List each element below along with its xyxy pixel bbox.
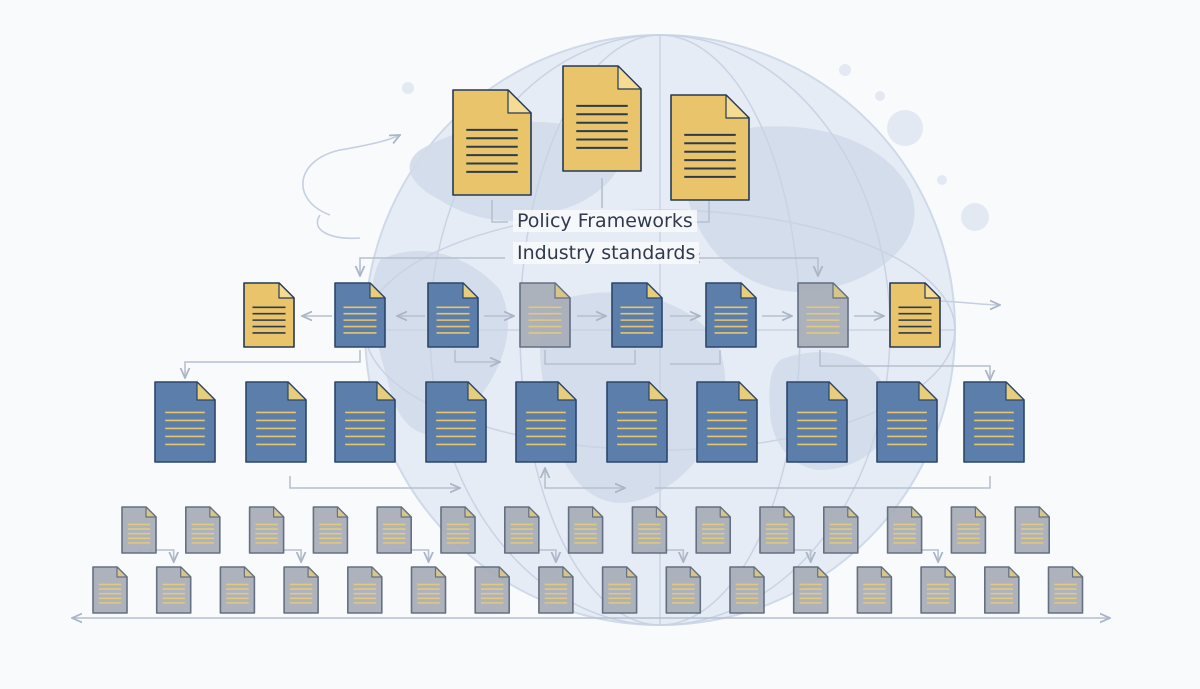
level-4-document-10 — [695, 506, 731, 554]
bracket-left — [491, 200, 508, 223]
level-4-document-2 — [185, 506, 221, 554]
drop-left — [185, 350, 361, 378]
level-4-document-5 — [376, 506, 412, 554]
level-3-document-7 — [696, 381, 758, 463]
standards-document-8 — [889, 282, 941, 348]
standards-document-1 — [243, 282, 295, 348]
level-5-document-5 — [347, 566, 383, 614]
level-3-document-10 — [963, 381, 1025, 463]
level-5-document-1 — [92, 566, 128, 614]
level-4-document-8 — [567, 506, 604, 554]
industry-standards-label: Industry standards — [513, 242, 700, 264]
standards-left-branch — [360, 257, 505, 276]
level-4-document-3 — [248, 506, 285, 554]
level-3-document-8 — [786, 381, 848, 463]
level-3-document-2 — [245, 381, 307, 463]
level-4-document-11 — [759, 506, 795, 554]
level-5-document-6 — [410, 566, 447, 614]
level-4-document-7 — [504, 506, 540, 554]
drop-mid-b — [544, 350, 636, 365]
drop-mid-a — [454, 350, 500, 362]
level-5-document-11 — [729, 566, 765, 614]
level3-link-a — [289, 476, 460, 488]
level-3-document-5 — [515, 381, 577, 463]
standards-document-6 — [705, 282, 757, 348]
level-4-document-14 — [950, 506, 987, 554]
standards-right-branch — [690, 258, 818, 276]
policy-document-1 — [452, 89, 532, 196]
level-3-document-6 — [606, 381, 668, 463]
level-3-document-3 — [334, 381, 396, 463]
policy-document-2 — [562, 65, 642, 172]
drop-mid-c — [670, 350, 721, 365]
level-5-document-10 — [665, 566, 702, 614]
level-5-document-13 — [856, 566, 893, 614]
level3-link-b — [544, 478, 625, 488]
level-5-document-7 — [474, 566, 510, 614]
level-5-document-2 — [155, 566, 192, 614]
policy-frameworks-label: Policy Frameworks — [513, 210, 697, 232]
level-5-document-14 — [920, 566, 956, 614]
standards-document-5 — [611, 282, 663, 348]
level-3-document-1 — [154, 381, 216, 463]
level-4-document-4 — [312, 506, 349, 554]
standards-document-4 — [519, 282, 571, 348]
level-5-document-3 — [219, 566, 256, 614]
level-4-document-12 — [823, 506, 859, 554]
level-4-document-6 — [440, 506, 476, 554]
level-4-document-9 — [631, 506, 668, 554]
level-4-document-13 — [886, 506, 923, 554]
level-4-document-15 — [1014, 506, 1050, 554]
level-5-document-4 — [283, 566, 319, 614]
level-5-document-16 — [1047, 566, 1084, 614]
policy-document-3 — [670, 94, 750, 201]
level-3-document-4 — [425, 381, 487, 463]
documents-layer — [92, 65, 1084, 614]
level-5-document-9 — [601, 566, 638, 614]
standards-document-2 — [334, 282, 386, 348]
level-3-document-9 — [876, 381, 938, 463]
level-5-document-15 — [984, 566, 1020, 614]
standards-document-3 — [427, 282, 479, 348]
standards-document-7 — [797, 282, 849, 348]
level3-link-c — [655, 476, 991, 489]
level-5-document-8 — [538, 566, 574, 614]
level-4-document-1 — [121, 506, 157, 554]
level-5-document-12 — [792, 566, 829, 614]
bracket-right — [692, 198, 710, 223]
connectors-layer — [72, 178, 1110, 618]
drop-right — [819, 350, 990, 380]
